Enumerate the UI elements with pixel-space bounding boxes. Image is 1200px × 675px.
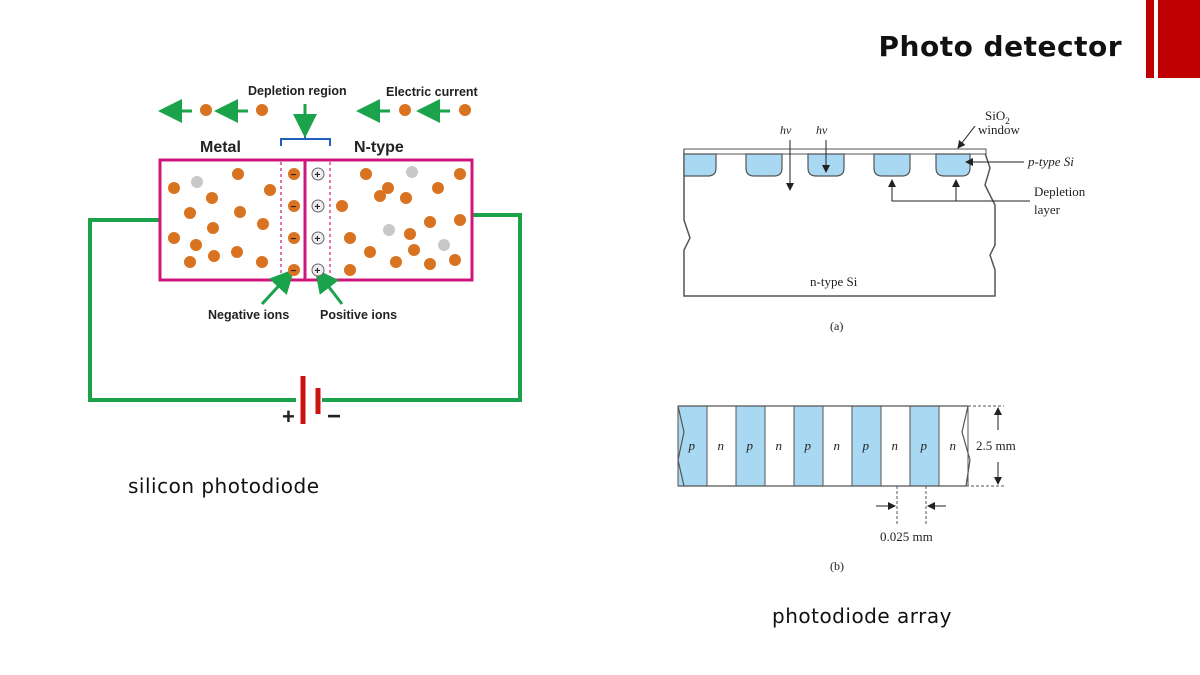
array-strip-label: n <box>776 438 783 453</box>
battery-symbol <box>296 376 321 424</box>
positive-ion-arrow <box>314 268 344 305</box>
label-n-type-si: n-type Si <box>810 274 858 289</box>
circuit-wire-right <box>322 213 522 402</box>
label-p-type: p-type Si <box>1027 154 1074 169</box>
array-strip-label: p <box>688 438 696 453</box>
depletion-pointer <box>888 179 1030 202</box>
array-strip-n <box>938 405 969 487</box>
label-part-b: (b) <box>830 559 844 573</box>
array-strip-label: n <box>834 438 841 453</box>
array-strip-label: p <box>920 438 928 453</box>
label-metal: Metal <box>200 139 241 156</box>
svg-text:−: − <box>291 234 297 245</box>
svg-text:−: − <box>291 170 297 181</box>
label-height: 2.5 mm <box>976 438 1016 453</box>
current-flow-left <box>158 99 268 123</box>
array-strip-label: p <box>804 438 812 453</box>
array-strip-label: n <box>892 438 899 453</box>
sio2-pointer <box>957 125 976 149</box>
array-strip-label: p <box>746 438 754 453</box>
svg-text:−: − <box>291 202 297 213</box>
silicon-photodiode-diagram: + − Metal N-type Depletion region Electr… <box>88 84 522 430</box>
metal-electrons <box>168 168 276 268</box>
accent-bar-thin <box>1146 0 1154 78</box>
label-depletion: Depletion <box>1034 184 1086 199</box>
battery-plus: + <box>282 404 295 429</box>
svg-text:−: − <box>291 266 297 277</box>
label-sio2: SiO2 <box>985 108 1010 126</box>
label-layer: layer <box>1034 202 1061 217</box>
n-type-holes <box>383 166 450 251</box>
metal-hole <box>191 176 203 188</box>
array-strip-label: n <box>950 438 957 453</box>
label-gap: 0.025 mm <box>880 529 933 544</box>
array-strip-p <box>851 405 882 487</box>
label-hv-2: hν <box>816 123 828 137</box>
caption-photodiode-array: photodiode array <box>772 604 952 628</box>
slide-title: Photo detector <box>878 30 1122 63</box>
strip-left-edge <box>677 405 685 487</box>
svg-text:+: + <box>315 266 321 277</box>
oxide-layer <box>683 148 987 155</box>
array-strip-label: p <box>862 438 870 453</box>
array-strip-p <box>735 405 766 487</box>
strip-right-edge <box>961 405 971 487</box>
depletion-bracket <box>280 134 331 146</box>
array-strip-p <box>793 405 824 487</box>
photodiode-array-top-view: p n p n p n p n p n 2.5 mm 0.025 mm (b) <box>677 405 1016 573</box>
svg-text:+: + <box>315 202 321 213</box>
svg-text:+: + <box>315 234 321 245</box>
label-depletion-region: Depletion region <box>248 84 347 98</box>
label-hv-1: hν <box>780 123 792 137</box>
negative-ion-arrow <box>260 269 295 306</box>
battery-minus: − <box>327 403 341 430</box>
positive-ions-column: + + + + <box>311 167 325 277</box>
negative-ions-column: − − − − <box>288 168 300 277</box>
label-electric-current: Electric current <box>386 85 479 99</box>
photodiode-array-cross-section: hν hν SiO2 window p-type Si Depletion la… <box>683 108 1086 333</box>
array-strip-label: n <box>718 438 725 453</box>
label-n-type: N-type <box>354 139 404 156</box>
circuit-wire <box>88 218 300 402</box>
label-positive-ions: Positive ions <box>320 308 397 322</box>
label-window: window <box>978 122 1021 137</box>
svg-text:+: + <box>315 170 321 181</box>
label-part-a: (a) <box>830 319 843 333</box>
n-type-electrons <box>336 168 466 276</box>
substrate-outline <box>683 149 996 297</box>
caption-silicon-photodiode: silicon photodiode <box>128 474 320 498</box>
accent-bar-thick <box>1158 0 1200 78</box>
current-flow-right <box>356 99 471 123</box>
label-negative-ions: Negative ions <box>208 308 289 322</box>
